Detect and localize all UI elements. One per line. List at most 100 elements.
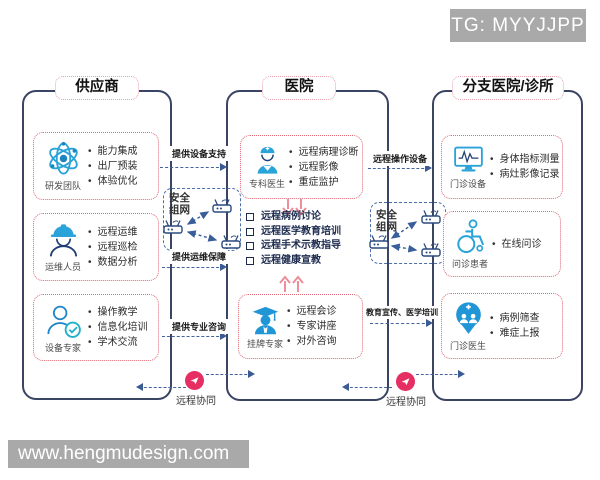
worker-icon (49, 224, 77, 257)
arrow-device-support (160, 162, 227, 171)
bullet-item: 远程病理诊断 (289, 145, 362, 160)
bullet-item: 病灶影像记录 (490, 167, 562, 182)
clinic-doctor-icon (455, 302, 481, 334)
bullet-item: 远程影像 (289, 160, 362, 175)
unit-label: 研发团队 (44, 181, 81, 191)
bullet-item: 远程巡检 (88, 240, 158, 255)
secure-network-right-label: 安全组网 (376, 209, 397, 233)
router-icon (369, 234, 389, 249)
wheelchair-icon (456, 219, 484, 254)
router-icon (163, 219, 183, 234)
red-double-arrow-down (282, 199, 307, 216)
checklist-item: 远程健康宣教 (246, 255, 341, 267)
bullet-list: 身体指标测量 病灶影像记录 (490, 152, 562, 182)
bullet-item: 重症监护 (289, 175, 362, 190)
bullet-item: 专家讲座 (287, 319, 362, 334)
conn-label-maintenance: 提供运维保障 (170, 249, 228, 264)
hospital-header: 医院 (262, 76, 336, 100)
checklist-item: 远程病例讨论 (246, 211, 341, 223)
bullet-list: 病例筛查 难症上报 (490, 311, 562, 341)
monitor-icon (453, 146, 483, 172)
watermark: www.hengmudesign.com (8, 440, 249, 468)
secure-network-right-routers (369, 209, 441, 257)
consulting-patient-icon-wrap: 问诊患者 (444, 218, 492, 270)
checkbox-icon (246, 227, 254, 236)
checkbox-icon (246, 256, 254, 265)
bullet-list: 在线问诊 (492, 237, 560, 252)
equipment-expert-box: 设备专家 操作教学 信息化培训 学术交流 (33, 294, 159, 361)
collab-left-label: 远程协同 (176, 396, 216, 407)
bullet-item: 体验优化 (88, 174, 158, 189)
bullet-item: 数据分析 (88, 255, 158, 270)
atom-icon (48, 141, 78, 175)
paper-plane-icon (190, 377, 199, 385)
branch-header: 分支医院/诊所 (452, 76, 564, 100)
router-icon (221, 234, 241, 249)
bullet-item: 难症上报 (490, 326, 562, 341)
listed-expert-box: 挂牌专家 远程会诊 专家讲座 对外咨询 (238, 294, 363, 359)
unit-label: 门诊设备 (449, 179, 486, 189)
checklist-item: 远程手术示教指导 (246, 240, 341, 252)
arrow-consulting (162, 331, 227, 340)
graduate-icon (252, 306, 278, 334)
clinic-equipment-box: 门诊设备 身体指标测量 病灶影像记录 (441, 135, 563, 199)
rnd-team-icon-wrap: 研发团队 (34, 140, 88, 192)
unit-label: 运维人员 (44, 262, 81, 272)
unit-label: 专科医生 (248, 179, 285, 189)
bullet-item: 身体指标测量 (490, 152, 562, 167)
consulting-patient-box: 问诊患者 在线问诊 (443, 211, 561, 277)
listed-expert-icon-wrap: 挂牌专家 (239, 304, 287, 350)
conn-label-remote-operate: 远程操作设备 (371, 151, 429, 166)
rnd-team-box: 研发团队 能力集成 出厂预装 体验优化 (33, 132, 159, 200)
collab-right-arrow-left (342, 382, 392, 391)
tg-badge: TG: MYYJJPP (450, 9, 586, 42)
bullet-list: 远程运维 远程巡检 数据分析 (88, 225, 158, 270)
bullet-list: 能力集成 出厂预装 体验优化 (88, 144, 158, 189)
unit-label: 门诊医生 (449, 341, 486, 351)
bullet-list: 远程病理诊断 远程影像 重症监护 (289, 145, 362, 190)
router-icon (212, 198, 232, 213)
clinic-doctor-icon-wrap: 门诊医生 (442, 300, 490, 352)
bullet-item: 病例筛查 (490, 311, 562, 326)
bullet-item: 能力集成 (88, 144, 158, 159)
collab-left-arrow-left (136, 382, 186, 391)
paper-plane-icon (401, 378, 410, 386)
bullet-item: 在线问诊 (492, 237, 560, 252)
bullet-list: 远程会诊 专家讲座 对外咨询 (287, 304, 362, 349)
collab-left-arrow-right (206, 369, 255, 378)
conn-label-consulting: 提供专业咨询 (170, 319, 228, 334)
bullet-item: 学术交流 (88, 335, 158, 350)
equipment-expert-icon-wrap: 设备专家 (34, 302, 88, 354)
secure-network-left-label: 安全组网 (169, 192, 190, 216)
bullet-item: 操作教学 (88, 305, 158, 320)
arrow-education (370, 318, 433, 327)
conn-label-education: 教育宣传、医学培训 (365, 306, 439, 319)
bullet-item: 远程运维 (88, 225, 158, 240)
conn-label-device-support: 提供设备支持 (170, 146, 228, 161)
collab-left-node (185, 371, 204, 390)
router-icon (421, 209, 441, 224)
checklist-item: 远程医学教育培训 (246, 226, 341, 238)
arrow-remote-operate (368, 163, 432, 172)
clinic-doctor-box: 门诊医生 病例筛查 难症上报 (441, 293, 563, 359)
unit-label: 问诊患者 (451, 259, 488, 269)
specialist-doctor-box: 专科医生 远程病理诊断 远程影像 重症监护 (240, 135, 363, 199)
bullet-item: 对外咨询 (287, 334, 362, 349)
expert-check-icon (46, 305, 81, 338)
collab-right-node (396, 372, 415, 391)
doctor-icon (257, 146, 277, 174)
remote-services-checklist: 远程病例讨论 远程医学教育培训 远程手术示教指导 远程健康宣教 (246, 211, 341, 270)
bullet-item: 出厂预装 (88, 159, 158, 174)
bullet-item: 信息化培训 (88, 320, 158, 335)
maintenance-staff-icon-wrap: 运维人员 (34, 221, 88, 273)
arrow-maintenance (162, 262, 227, 271)
collab-right-label: 远程协同 (386, 397, 426, 408)
bullet-item: 远程会诊 (287, 304, 362, 319)
maintenance-staff-box: 运维人员 远程运维 远程巡检 数据分析 (33, 213, 159, 281)
unit-label: 设备专家 (44, 342, 81, 353)
red-double-arrow-up (279, 275, 304, 292)
router-icon (421, 242, 441, 257)
checkbox-icon (246, 242, 254, 251)
clinic-equipment-icon-wrap: 门诊设备 (442, 144, 490, 190)
